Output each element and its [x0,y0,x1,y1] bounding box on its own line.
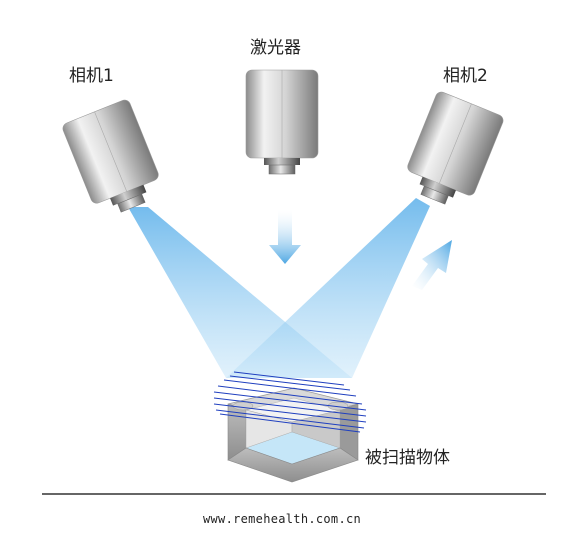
camera2-field-of-view [226,198,430,378]
scanned-object [227,387,359,483]
laser-scan-lines [213,371,367,433]
camera1-icon [62,99,159,213]
camera2-label: 相机2 [443,66,488,86]
camera1-label: 相机1 [69,66,114,86]
reflection-arrow [412,240,452,290]
laser-icon [245,69,319,175]
laser-label: 激光器 [250,38,301,58]
object-label: 被扫描物体 [365,448,450,468]
website-url: www.remehealth.com.cn [203,512,362,526]
camera2-icon [407,91,504,205]
laser-down-arrow [269,210,301,264]
